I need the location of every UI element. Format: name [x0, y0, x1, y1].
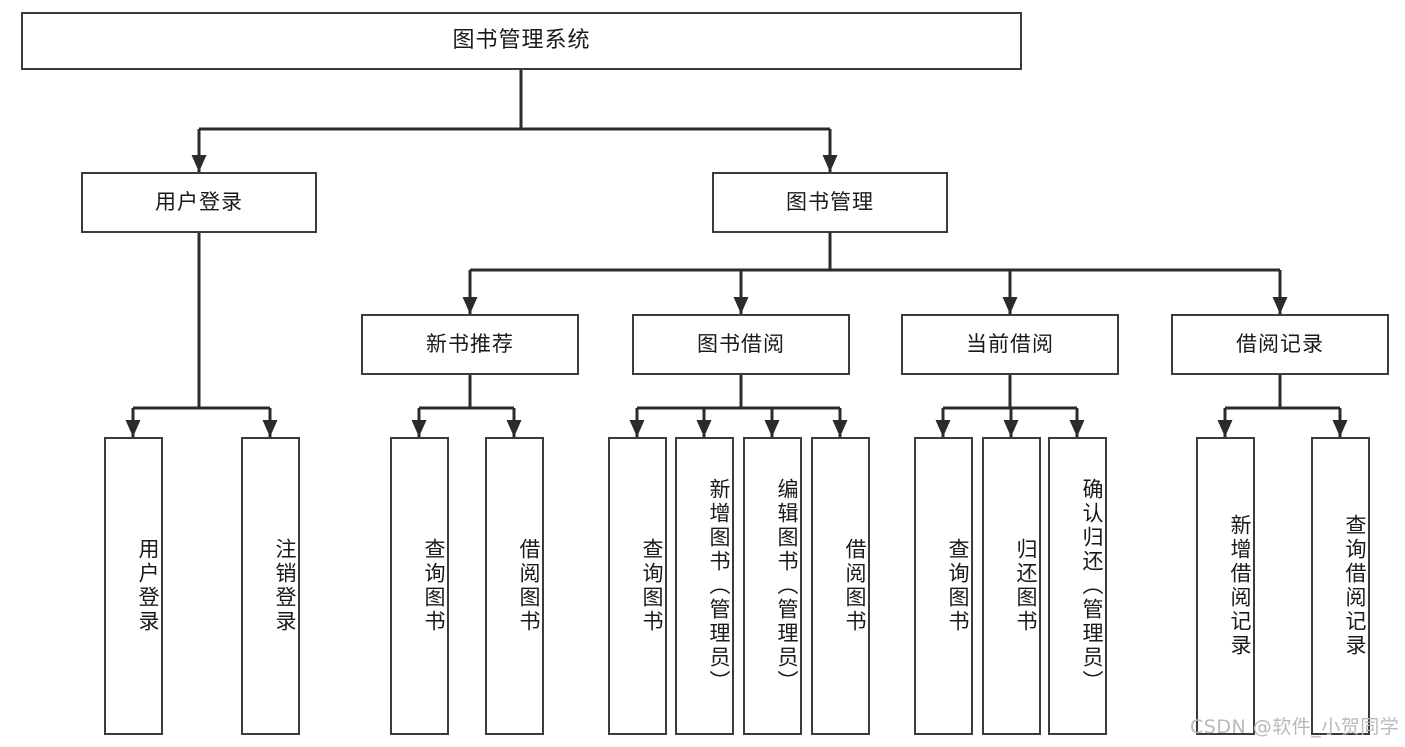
node-root[interactable]: 图书管理系统: [21, 12, 1022, 70]
node-borrow-record-label: 借阅记录: [1236, 332, 1324, 357]
node-leaf-query-borrow-record-label: 查询借阅记录: [1343, 514, 1367, 658]
node-leaf-confirm-return-admin-label: 确认归还（管理员）: [1080, 478, 1104, 694]
node-leaf-add-borrow-record[interactable]: 新增借阅记录: [1196, 437, 1255, 735]
node-leaf-add-book-admin-label: 新增图书（管理员）: [707, 478, 731, 694]
watermark: CSDN @软件_小贺同学: [1190, 716, 1400, 738]
node-new-book-recommend[interactable]: 新书推荐: [361, 314, 579, 375]
node-root-label: 图书管理系统: [452, 27, 591, 53]
node-leaf-borrow-book-2[interactable]: 借阅图书: [811, 437, 870, 735]
node-leaf-user-login-label: 用户登录: [136, 538, 160, 634]
node-leaf-borrow-book-2-label: 借阅图书: [843, 538, 867, 634]
node-book-borrow-label: 图书借阅: [697, 332, 785, 357]
node-book-borrow[interactable]: 图书借阅: [632, 314, 850, 375]
node-leaf-edit-book-admin[interactable]: 编辑图书（管理员）: [743, 437, 802, 735]
node-leaf-add-book-admin[interactable]: 新增图书（管理员）: [675, 437, 734, 735]
node-leaf-user-login[interactable]: 用户登录: [104, 437, 163, 735]
node-leaf-borrow-book-1-label: 借阅图书: [517, 538, 541, 634]
node-book-manage[interactable]: 图书管理: [712, 172, 948, 233]
node-leaf-query-book-1[interactable]: 查询图书: [390, 437, 449, 735]
node-leaf-query-book-2-label: 查询图书: [640, 538, 664, 634]
node-leaf-query-book-3[interactable]: 查询图书: [914, 437, 973, 735]
node-leaf-query-book-3-label: 查询图书: [946, 538, 970, 634]
node-leaf-query-borrow-record[interactable]: 查询借阅记录: [1311, 437, 1370, 735]
node-leaf-return-book-label: 归还图书: [1014, 538, 1038, 634]
node-book-manage-label: 图书管理: [786, 190, 874, 215]
node-leaf-user-logout-label: 注销登录: [273, 538, 297, 634]
node-leaf-return-book[interactable]: 归还图书: [982, 437, 1041, 735]
node-leaf-edit-book-admin-label: 编辑图书（管理员）: [775, 478, 799, 694]
node-user-login-label: 用户登录: [155, 190, 243, 215]
node-leaf-borrow-book-1[interactable]: 借阅图书: [485, 437, 544, 735]
node-current-borrow[interactable]: 当前借阅: [901, 314, 1119, 375]
node-leaf-add-borrow-record-label: 新增借阅记录: [1228, 514, 1252, 658]
node-new-book-recommend-label: 新书推荐: [426, 332, 514, 357]
node-leaf-query-book-1-label: 查询图书: [422, 538, 446, 634]
node-user-login[interactable]: 用户登录: [81, 172, 317, 233]
node-leaf-confirm-return-admin[interactable]: 确认归还（管理员）: [1048, 437, 1107, 735]
node-leaf-user-logout[interactable]: 注销登录: [241, 437, 300, 735]
node-borrow-record[interactable]: 借阅记录: [1171, 314, 1389, 375]
node-current-borrow-label: 当前借阅: [966, 332, 1054, 357]
node-leaf-query-book-2[interactable]: 查询图书: [608, 437, 667, 735]
